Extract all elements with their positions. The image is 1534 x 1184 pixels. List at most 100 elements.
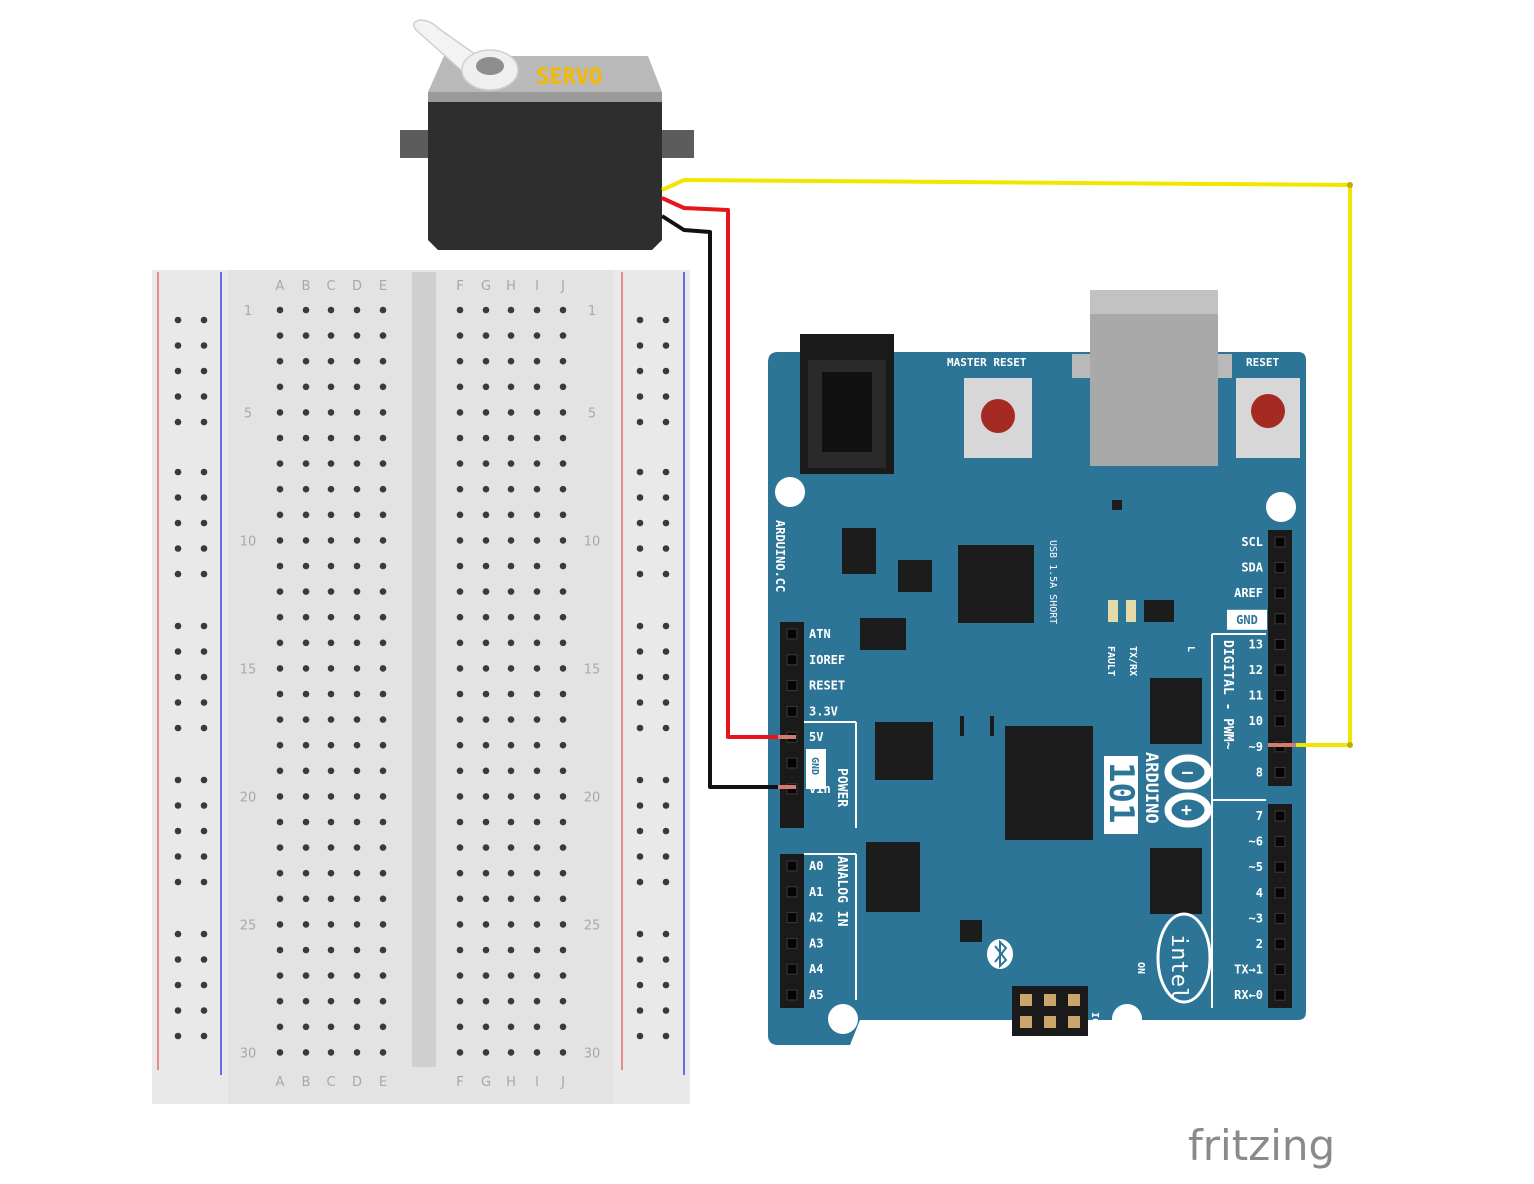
rail-hole[interactable]	[662, 468, 670, 476]
breadboard-hole[interactable]	[482, 793, 490, 800]
breadboard-hole[interactable]	[482, 818, 490, 826]
breadboard-hole[interactable]	[482, 921, 490, 928]
breadboard-hole[interactable]	[533, 946, 541, 954]
breadboard-hole[interactable]	[507, 793, 515, 800]
rail-hole[interactable]	[174, 393, 182, 400]
breadboard-hole[interactable]	[327, 921, 335, 928]
rail-hole[interactable]	[200, 827, 208, 835]
breadboard-hole[interactable]	[276, 409, 284, 416]
rail-hole[interactable]	[174, 648, 182, 655]
ground-wire[interactable]	[660, 214, 792, 789]
header-pin[interactable]	[1274, 989, 1286, 1001]
breadboard-hole[interactable]	[302, 767, 310, 775]
rail-hole[interactable]	[174, 878, 182, 886]
header-pin[interactable]	[1274, 912, 1286, 924]
rail-hole[interactable]	[200, 699, 208, 706]
rail-hole[interactable]	[636, 1007, 644, 1014]
breadboard-hole[interactable]	[507, 639, 515, 647]
rail-hole[interactable]	[200, 776, 208, 784]
breadboard-hole[interactable]	[327, 844, 335, 851]
rail-hole[interactable]	[636, 468, 644, 476]
rail-hole[interactable]	[174, 699, 182, 706]
icsp-pin[interactable]	[1044, 1016, 1056, 1028]
rail-hole[interactable]	[662, 853, 670, 860]
rail-hole[interactable]	[662, 699, 670, 706]
breadboard-hole[interactable]	[353, 639, 361, 647]
breadboard-hole[interactable]	[559, 588, 567, 595]
breadboard-hole[interactable]	[482, 1049, 490, 1056]
rail-hole[interactable]	[662, 519, 670, 527]
rail-hole[interactable]	[636, 930, 644, 938]
breadboard-hole[interactable]	[456, 946, 464, 954]
breadboard-hole[interactable]	[507, 997, 515, 1005]
breadboard-hole[interactable]	[353, 716, 361, 723]
breadboard-hole[interactable]	[482, 895, 490, 903]
breadboard-hole[interactable]	[507, 741, 515, 749]
breadboard-hole[interactable]	[327, 767, 335, 775]
header-pin[interactable]	[1274, 587, 1286, 599]
breadboard-hole[interactable]	[302, 818, 310, 826]
header-pin[interactable]	[786, 912, 798, 924]
rail-hole[interactable]	[174, 545, 182, 552]
breadboard-hole[interactable]	[353, 869, 361, 877]
breadboard-hole[interactable]	[302, 613, 310, 621]
breadboard-hole[interactable]	[559, 383, 567, 391]
breadboard-hole[interactable]	[276, 639, 284, 647]
breadboard-hole[interactable]	[482, 434, 490, 442]
header-pin[interactable]	[1274, 964, 1286, 976]
breadboard-hole[interactable]	[276, 357, 284, 365]
rail-hole[interactable]	[174, 930, 182, 938]
breadboard-hole[interactable]	[353, 562, 361, 570]
breadboard-hole[interactable]	[559, 639, 567, 647]
breadboard-hole[interactable]	[507, 306, 515, 314]
breadboard-hole[interactable]	[456, 383, 464, 391]
breadboard-hole[interactable]	[276, 511, 284, 519]
breadboard-hole[interactable]	[327, 511, 335, 519]
breadboard-hole[interactable]	[507, 332, 515, 339]
breadboard-hole[interactable]	[507, 690, 515, 698]
rail-hole[interactable]	[636, 367, 644, 375]
breadboard-hole[interactable]	[482, 460, 490, 467]
breadboard-hole[interactable]	[456, 588, 464, 595]
breadboard-hole[interactable]	[533, 511, 541, 519]
breadboard-hole[interactable]	[327, 306, 335, 314]
breadboard-hole[interactable]	[533, 562, 541, 570]
breadboard-hole[interactable]	[327, 357, 335, 365]
rail-hole[interactable]	[200, 367, 208, 375]
header-pin[interactable]	[1274, 562, 1286, 574]
breadboard-hole[interactable]	[379, 409, 387, 416]
breadboard-hole[interactable]	[559, 306, 567, 314]
rail-hole[interactable]	[174, 853, 182, 860]
header-pin[interactable]	[786, 705, 798, 717]
breadboard-hole[interactable]	[353, 690, 361, 698]
rail-hole[interactable]	[200, 570, 208, 578]
rail-hole[interactable]	[200, 316, 208, 324]
rail-hole[interactable]	[636, 570, 644, 578]
rail-hole[interactable]	[200, 802, 208, 809]
breadboard-hole[interactable]	[379, 793, 387, 800]
breadboard-hole[interactable]	[456, 818, 464, 826]
breadboard-hole[interactable]	[379, 613, 387, 621]
rail-hole[interactable]	[636, 878, 644, 886]
breadboard-hole[interactable]	[482, 562, 490, 570]
rail-hole[interactable]	[200, 393, 208, 400]
breadboard-hole[interactable]	[507, 485, 515, 493]
breadboard-hole[interactable]	[456, 895, 464, 903]
header-pin[interactable]	[786, 654, 798, 666]
breadboard-hole[interactable]	[353, 434, 361, 442]
breadboard-hole[interactable]	[507, 537, 515, 544]
breadboard-hole[interactable]	[302, 972, 310, 979]
rail-hole[interactable]	[174, 342, 182, 349]
breadboard-hole[interactable]	[456, 306, 464, 314]
header-pin[interactable]	[1274, 613, 1286, 625]
rail-hole[interactable]	[200, 494, 208, 501]
rail-hole[interactable]	[636, 981, 644, 989]
breadboard-hole[interactable]	[353, 485, 361, 493]
breadboard-hole[interactable]	[353, 741, 361, 749]
rail-hole[interactable]	[200, 468, 208, 476]
breadboard-hole[interactable]	[379, 665, 387, 672]
breadboard-hole[interactable]	[379, 485, 387, 493]
header-pin[interactable]	[1274, 638, 1286, 650]
breadboard-hole[interactable]	[533, 639, 541, 647]
breadboard-hole[interactable]	[353, 588, 361, 595]
